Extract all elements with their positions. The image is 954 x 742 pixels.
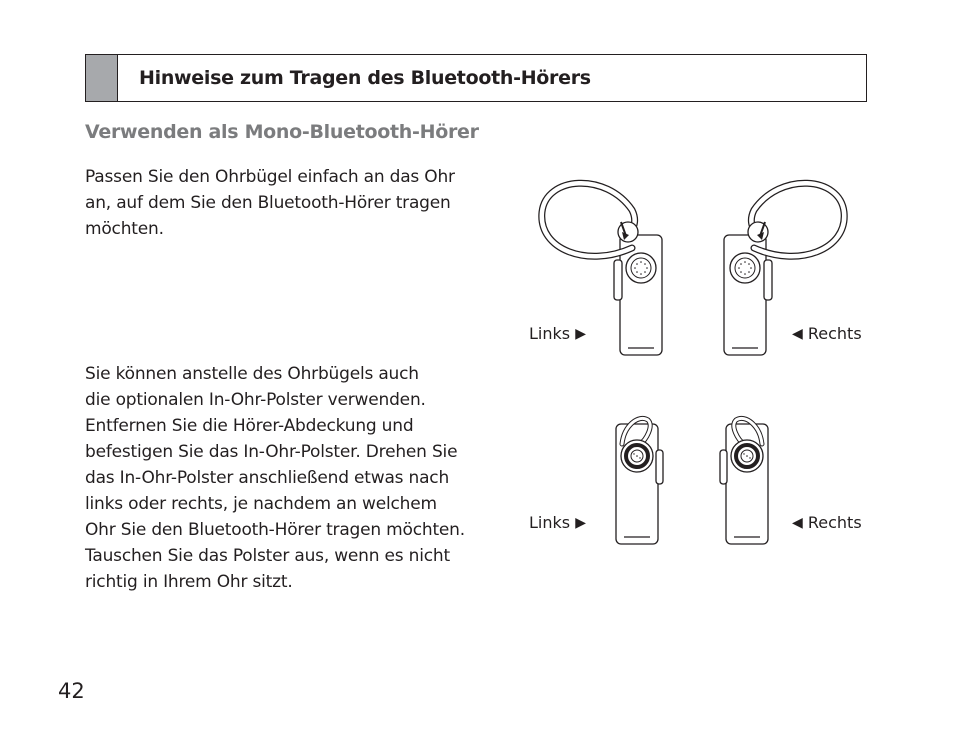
text-line: das In-Ohr-Polster anschließend etwas na… — [85, 468, 450, 488]
page-number: 42 — [58, 679, 85, 703]
label-rechts-text: Rechts — [807, 324, 862, 343]
header-tab-marker — [86, 55, 118, 101]
arrow-right-icon: ▶ — [575, 326, 586, 342]
label-rechts-text: Rechts — [807, 513, 862, 532]
text-line: befestigen Sie das In-Ohr-Polster. Drehe… — [85, 442, 458, 462]
text-line: an, auf dem Sie den Bluetooth-Hörer trag… — [85, 193, 451, 213]
arrow-left-icon: ◀ — [792, 326, 803, 342]
section-header: Hinweise zum Tragen des Bluetooth-Hörers — [85, 54, 867, 102]
text-line: möchten. — [85, 219, 164, 239]
arrow-right-icon: ▶ — [575, 515, 586, 531]
label-links-2: Links ▶ — [529, 513, 586, 532]
page-title: Hinweise zum Tragen des Bluetooth-Hörers — [139, 67, 591, 89]
section-subtitle: Verwenden als Mono-Bluetooth-Hörer — [85, 121, 479, 143]
paragraph-earhook: Passen Sie den Ohrbügel einfach an das O… — [85, 164, 495, 242]
label-links-text: Links — [529, 324, 571, 343]
earhook-illustration: Links ▶ ◀ Rechts — [528, 179, 872, 358]
text-line: Tauschen Sie das Polster aus, wenn es ni… — [85, 546, 450, 566]
text-line: Sie können anstelle des Ohrbügels auch — [85, 364, 419, 384]
text-line: Entfernen Sie die Hörer-Abdeckung und — [85, 416, 414, 436]
text-line: Passen Sie den Ohrbügel einfach an das O… — [85, 167, 455, 187]
arrow-left-icon: ◀ — [792, 515, 803, 531]
paragraph-eargel: Sie können anstelle des Ohrbügels auch d… — [85, 361, 515, 595]
text-line: Ohr Sie den Bluetooth-Hörer tragen möcht… — [85, 520, 465, 540]
label-links: Links ▶ — [529, 324, 586, 343]
text-line: richtig in Ihrem Ohr sitzt. — [85, 572, 293, 592]
label-rechts-2: ◀ Rechts — [792, 513, 862, 532]
label-rechts: ◀ Rechts — [792, 324, 862, 343]
text-line: links oder rechts, je nachdem an welchem — [85, 494, 437, 514]
eargel-illustration: Links ▶ ◀ Rechts — [528, 410, 872, 546]
eargel-drawing — [615, 416, 769, 545]
text-line: die optionalen In-Ohr-Polster verwenden. — [85, 390, 426, 410]
earhook-drawing — [538, 179, 848, 356]
label-links-text: Links — [529, 513, 571, 532]
